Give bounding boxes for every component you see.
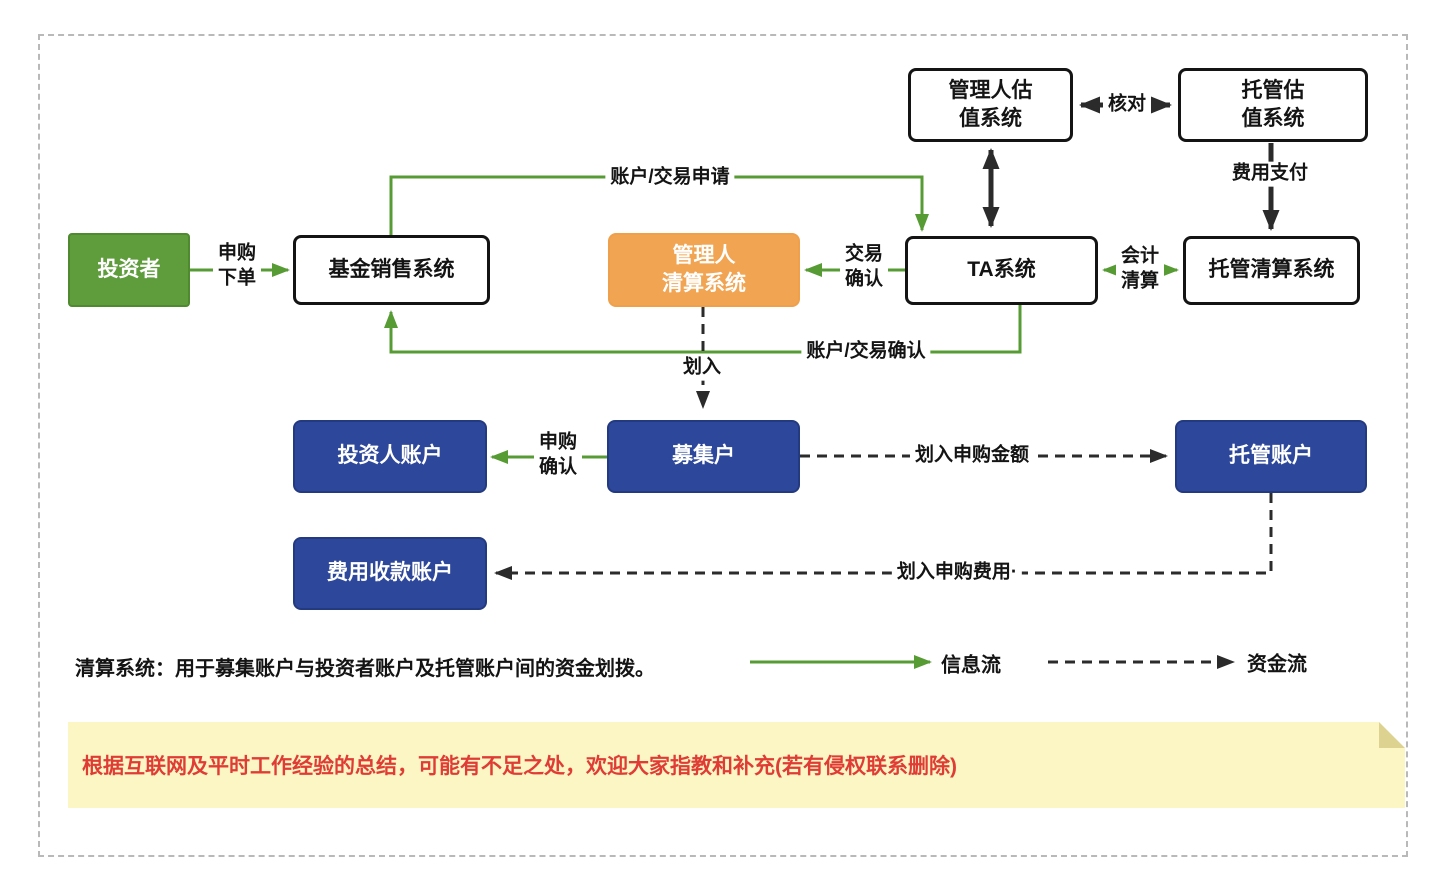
edge-label-transfer-in: 划入 [677, 355, 727, 381]
legend-fund-flow-label: 资金流 [1247, 653, 1307, 676]
node-ta-system: TA系统 [905, 236, 1098, 305]
node-fund-sales-system: 基金销售系统 [293, 235, 490, 305]
legend-info-flow-label: 信息流 [941, 654, 1001, 677]
node-fee-collection-account: 费用收款账户 [293, 537, 487, 610]
node-custody-account: 托管账户 [1175, 420, 1367, 493]
edge-label-accounting-clearing: 会计 清算 [1115, 244, 1165, 294]
edge-label-trade-confirm: 交易 确认 [839, 242, 889, 292]
dashed-frame [38, 34, 1408, 857]
edge-label-purchase-confirm: 申购 确认 [533, 430, 583, 480]
clearing-system-caption: 清算系统：用于募集账户与投资者账户及托管账户间的资金划拨。 [75, 658, 655, 680]
node-manager-clearing-system: 管理人 清算系统 [608, 233, 800, 307]
edge-label-transfer-fee: 划入申购费用· [891, 560, 1023, 586]
footer-note-text: 根据互联网及平时工作经验的总结，可能有不足之处，欢迎大家指教和补充(若有侵权联系… [82, 755, 957, 778]
edge-label-check: 核对 [1102, 92, 1152, 118]
node-manager-valuation-system: 管理人估 值系统 [908, 68, 1073, 142]
node-custody-clearing-system: 托管清算系统 [1183, 236, 1360, 305]
edge-label-purchase-order: 申购 下单 [212, 241, 262, 291]
node-custody-valuation-system: 托管估 值系统 [1178, 68, 1368, 142]
edge-label-transfer-amount: 划入申购金额 [909, 443, 1035, 469]
node-raising-account: 募集户 [607, 420, 800, 493]
edge-label-account-trade-confirm: 账户/交易确认 [801, 339, 931, 365]
footer-sticky-note: 根据互联网及平时工作经验的总结，可能有不足之处，欢迎大家指教和补充(若有侵权联系… [68, 722, 1405, 808]
edge-label-fee-payment: 费用支付 [1226, 161, 1314, 187]
edge-label-account-trade-apply: 账户/交易申请 [605, 165, 735, 191]
folded-corner [1379, 722, 1405, 748]
node-investor-account: 投资人账户 [293, 420, 487, 493]
node-investor: 投资者 [68, 233, 190, 307]
